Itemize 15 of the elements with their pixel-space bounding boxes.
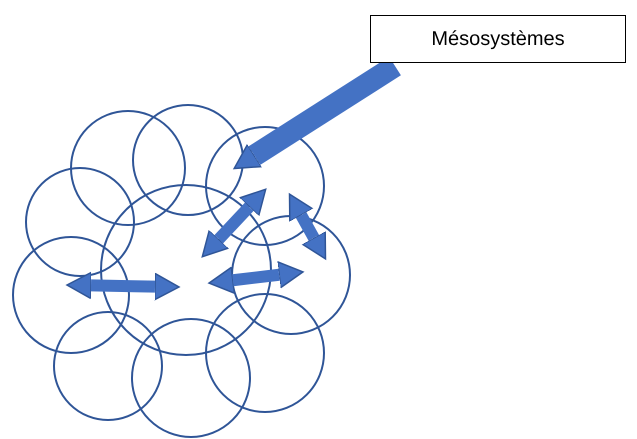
circle bbox=[25, 167, 135, 277]
double-arrow bbox=[202, 188, 266, 258]
circle bbox=[12, 236, 130, 354]
circle bbox=[205, 126, 325, 246]
label-box: Mésosystèmes bbox=[370, 15, 626, 63]
double-arrow bbox=[208, 261, 304, 294]
circle bbox=[231, 215, 351, 335]
circle bbox=[131, 318, 251, 438]
circle bbox=[100, 184, 272, 356]
circle bbox=[132, 104, 244, 216]
circle bbox=[205, 293, 325, 413]
double-arrow bbox=[66, 272, 180, 300]
circle bbox=[53, 311, 163, 421]
double-arrow bbox=[288, 193, 326, 260]
circle bbox=[70, 110, 186, 226]
